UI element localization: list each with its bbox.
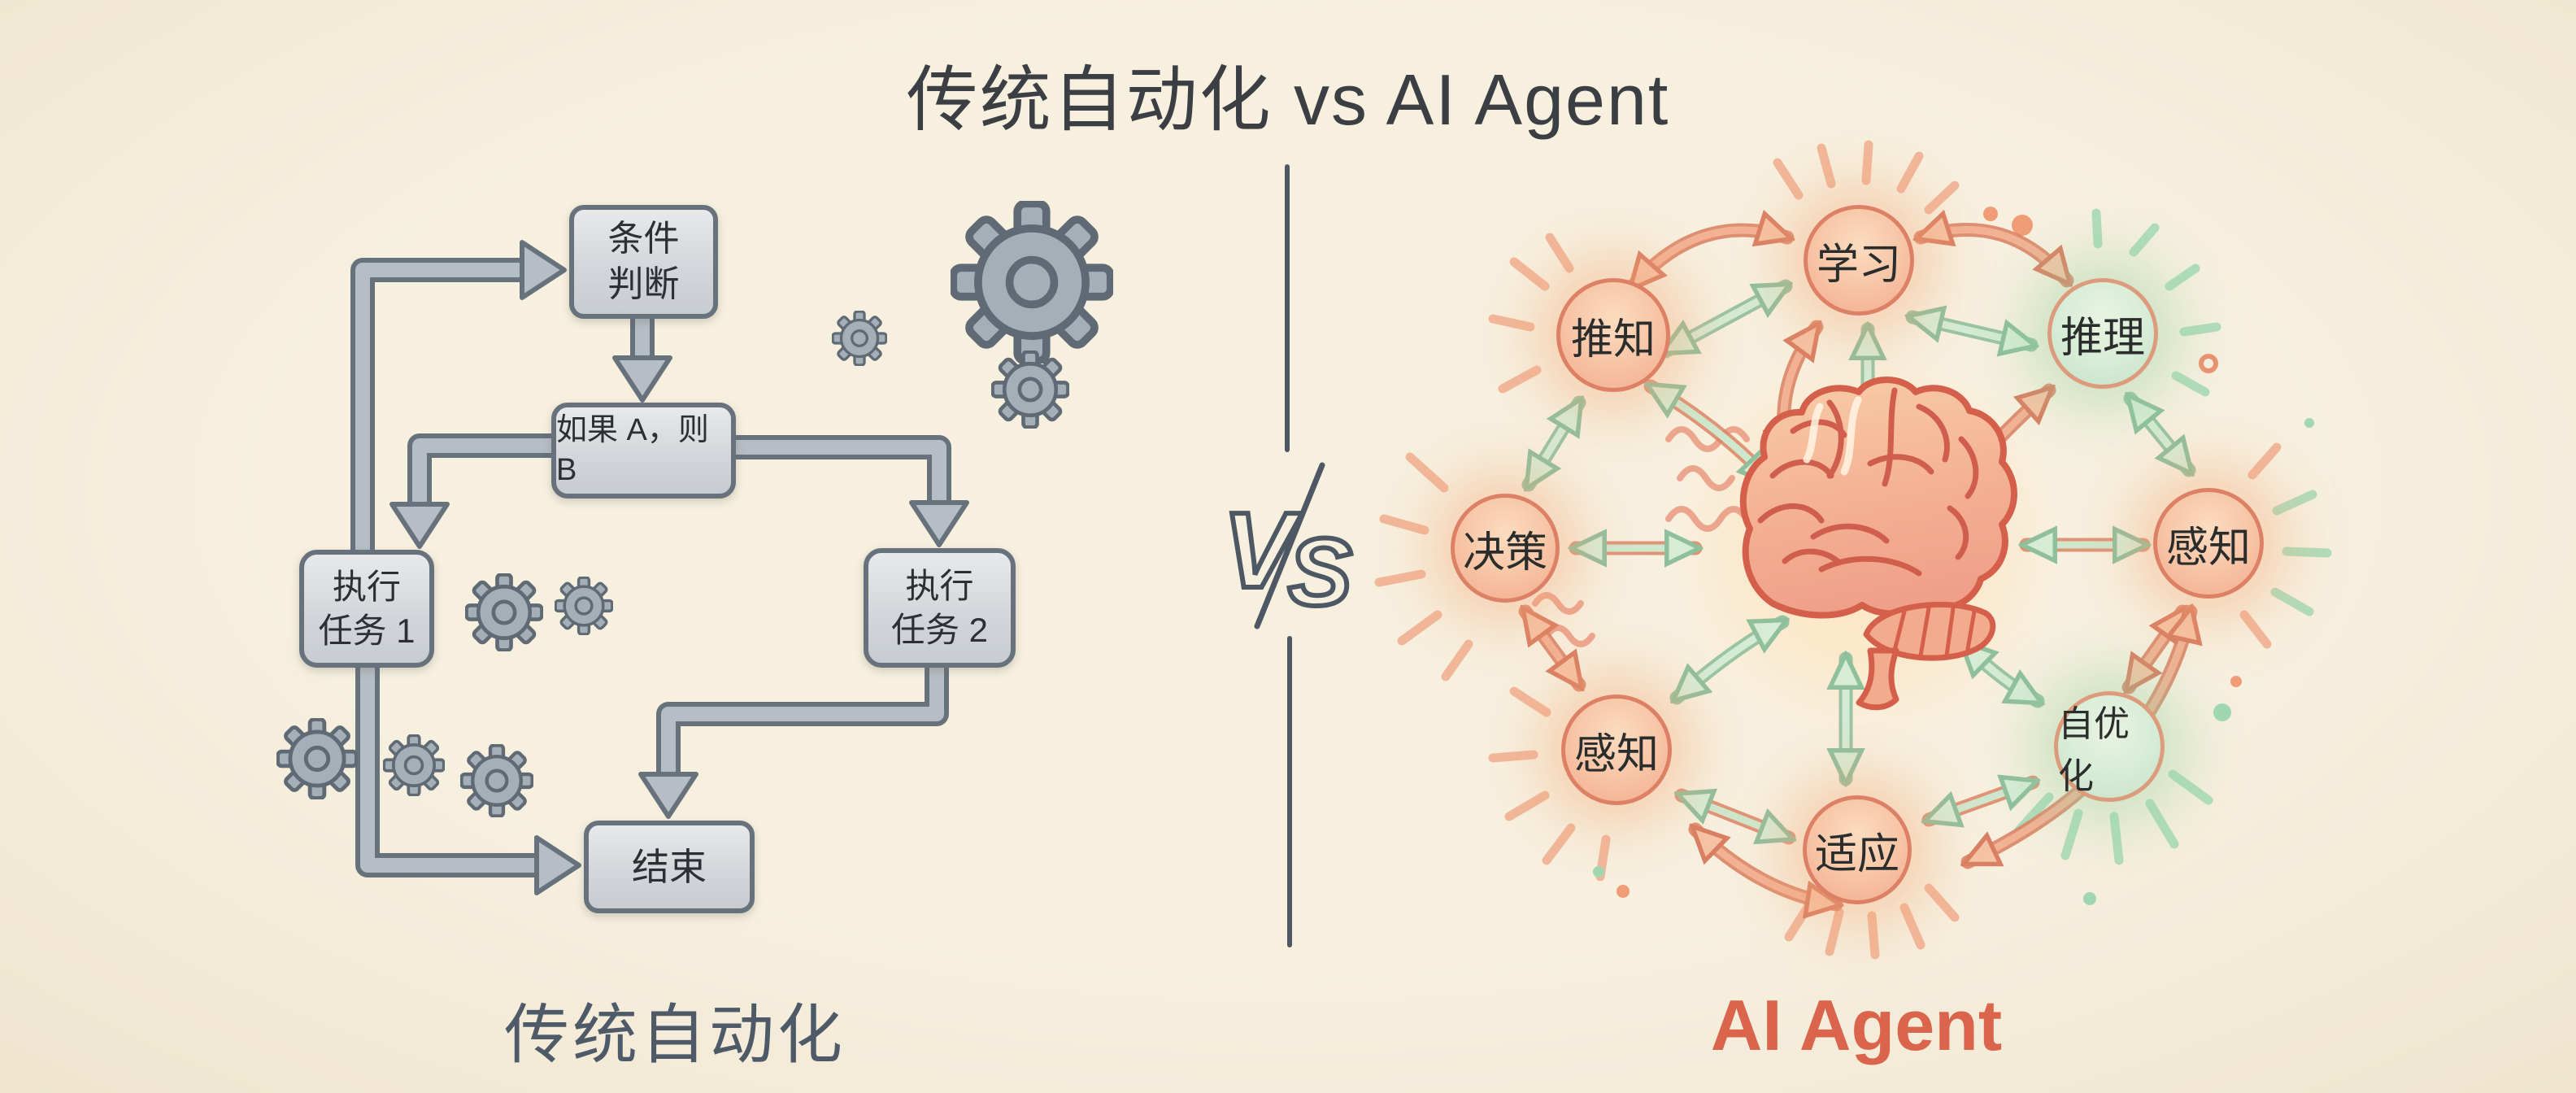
vs-letter-v: V xyxy=(1223,490,1303,610)
right-caption: AI Agent xyxy=(1710,985,2003,1065)
gear-icon xyxy=(993,352,1068,428)
link-infer-learning xyxy=(1625,230,1787,286)
gear-icon xyxy=(461,745,532,816)
vs-divider: V S xyxy=(1221,164,1355,947)
agent-node-decision: 决策 xyxy=(1451,494,1560,603)
flow-box-task2: 执行 任务 2 xyxy=(864,548,1016,668)
vs-letter-s: S xyxy=(1288,519,1352,626)
vs-slash xyxy=(1254,462,1325,629)
link-adaptation-self-optimization xyxy=(1929,782,2033,820)
rays-perception-left xyxy=(1488,686,1611,882)
flow-connectors xyxy=(350,240,969,895)
flow-box-task2-line1: 执行 xyxy=(905,566,974,605)
rays-learning xyxy=(1773,140,1960,215)
flow-box-condition-line1: 条件 xyxy=(607,218,680,259)
page-title: 传统自动化 vs AI Agent xyxy=(906,59,1670,140)
flow-box-rule-line1: 如果 A，则 B xyxy=(556,413,709,487)
agent-node-inference: 推知 xyxy=(1556,278,1670,392)
agent-node-perception-left: 感知 xyxy=(1561,695,1672,805)
agent-node-self-optimization: 自优化 xyxy=(2054,691,2165,802)
link-infer-decision xyxy=(1521,403,1586,485)
flow-box-task2-line2: 任务 2 xyxy=(890,610,989,649)
gear-icon xyxy=(555,577,613,635)
flow-box-task1: 执行 任务 1 xyxy=(299,550,434,668)
gear-icon xyxy=(467,575,542,651)
flow-box-task1-line1: 执行 xyxy=(332,567,401,606)
link-perception-left-brain xyxy=(1677,615,1782,705)
rays-reasoning xyxy=(2091,208,2221,397)
left-caption: 传统自动化 xyxy=(504,999,846,1071)
flow-box-condition: 条件 判断 xyxy=(569,205,718,319)
flow-box-end: 结束 xyxy=(584,821,755,913)
rays-perception-right xyxy=(2239,442,2332,649)
link-infer-learning-2 xyxy=(1665,279,1786,359)
rays-decision xyxy=(1374,452,1473,681)
gear-icon xyxy=(953,203,1111,361)
agent-node-perception-right: 感知 xyxy=(2153,488,2264,599)
link-learning-reasoning xyxy=(1921,229,2074,281)
brain-icon xyxy=(1739,377,2017,711)
link-reasoning-perception-right xyxy=(2123,398,2196,470)
agent-node-learning: 学习 xyxy=(1804,205,1914,316)
gear-icon xyxy=(278,720,357,799)
rays-infer xyxy=(1488,233,1574,394)
agent-node-adaptation: 适应 xyxy=(1803,795,1912,904)
link-adaptation-perception-left xyxy=(1688,822,1836,904)
gear-icon xyxy=(832,311,887,366)
flow-box-task1-line2: 任务 1 xyxy=(318,611,416,650)
link-decision-perception-left xyxy=(1518,612,1586,685)
flow-box-condition-line2: 判断 xyxy=(607,264,680,304)
flow-box-rule: 如果 A，则 B xyxy=(551,403,736,499)
agent-node-reasoning: 推理 xyxy=(2047,278,2158,389)
link-learning-reasoning-2 xyxy=(1912,317,2031,345)
flow-box-end-line1: 结束 xyxy=(632,845,707,888)
gear-icon xyxy=(383,734,445,796)
